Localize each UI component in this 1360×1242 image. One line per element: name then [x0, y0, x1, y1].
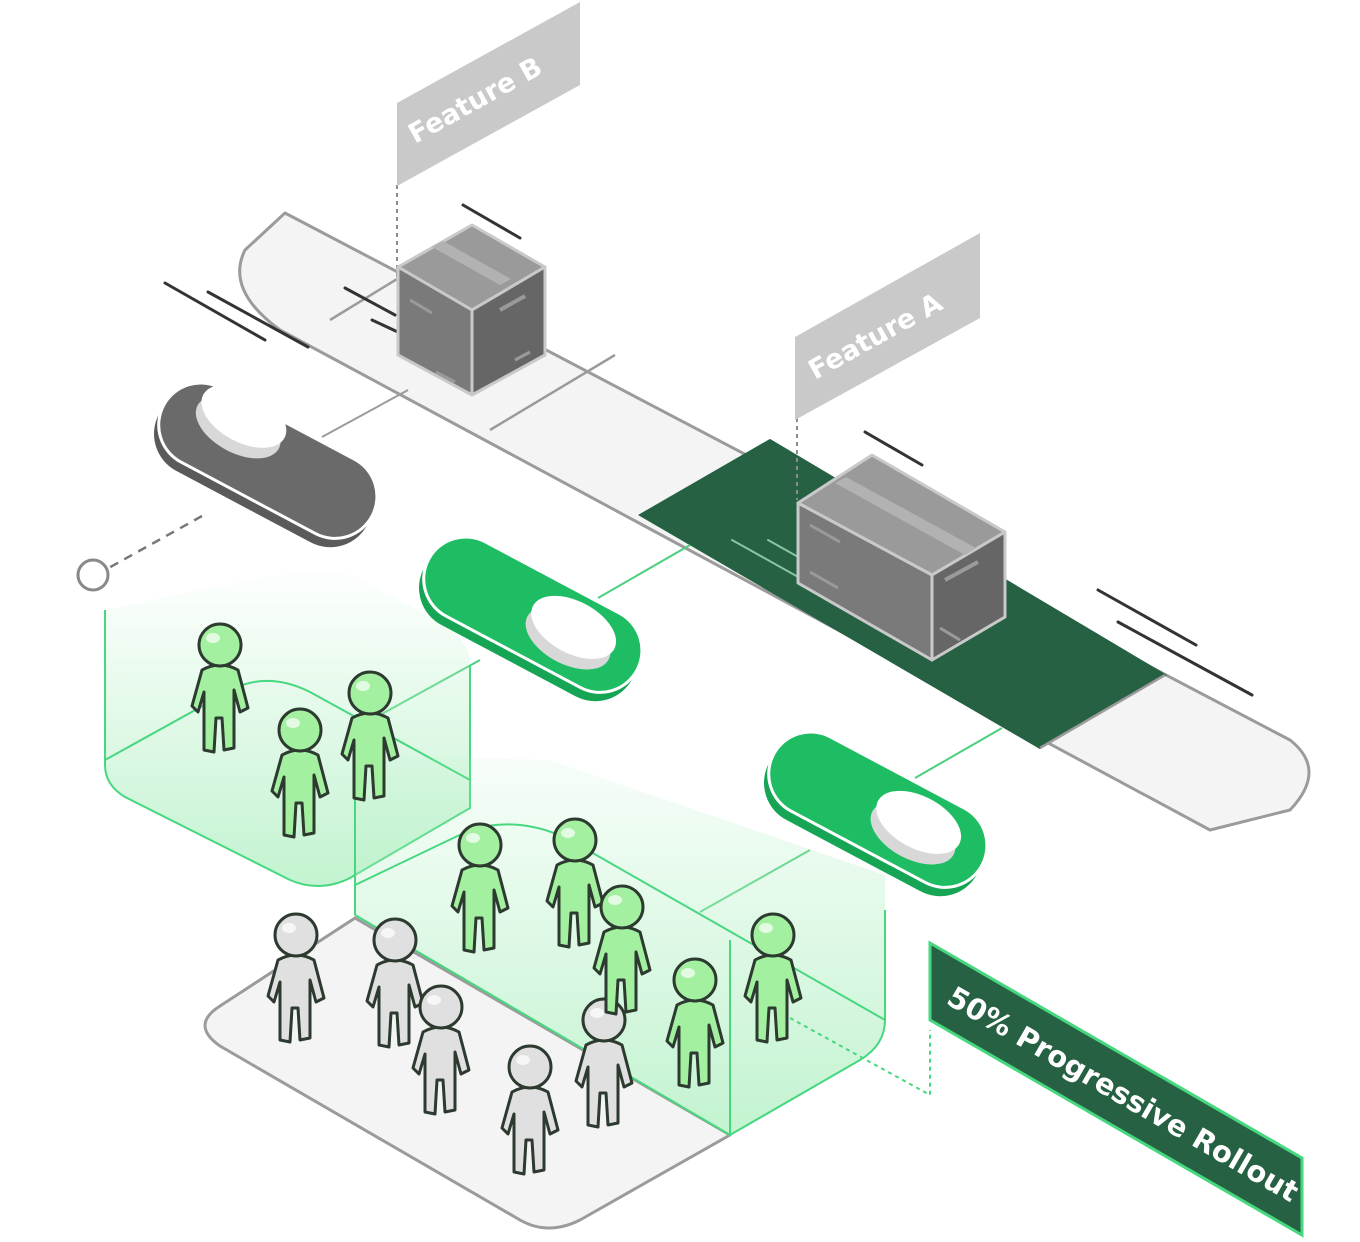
- user-disabled: [411, 984, 471, 1116]
- user-enabled: [592, 884, 652, 1016]
- user-disabled: [266, 912, 326, 1044]
- motion-lines: [163, 203, 1254, 697]
- user-enabled: [270, 707, 330, 839]
- users-group: [190, 622, 803, 1176]
- user-enabled: [545, 817, 605, 949]
- user-enabled: [450, 822, 510, 954]
- user-enabled: [743, 912, 803, 1044]
- user-disabled: [574, 997, 634, 1129]
- flag-feature-a: Feature A: [795, 233, 980, 500]
- user-disabled: [500, 1044, 560, 1176]
- user-enabled: [340, 670, 400, 802]
- toggle-on-lower[interactable]: [749, 717, 1002, 911]
- user-enabled: [665, 957, 725, 1089]
- disabled-users-platform: [203, 916, 732, 1230]
- toggle-on-upper[interactable]: [404, 522, 657, 716]
- package-box-feature-a: [796, 453, 1007, 662]
- user-enabled: [190, 622, 250, 754]
- rollout-banner-label: 50% Progressive Rollout: [942, 980, 1305, 1209]
- toggle-off[interactable]: [139, 358, 397, 562]
- package-box-feature-b: [396, 223, 547, 397]
